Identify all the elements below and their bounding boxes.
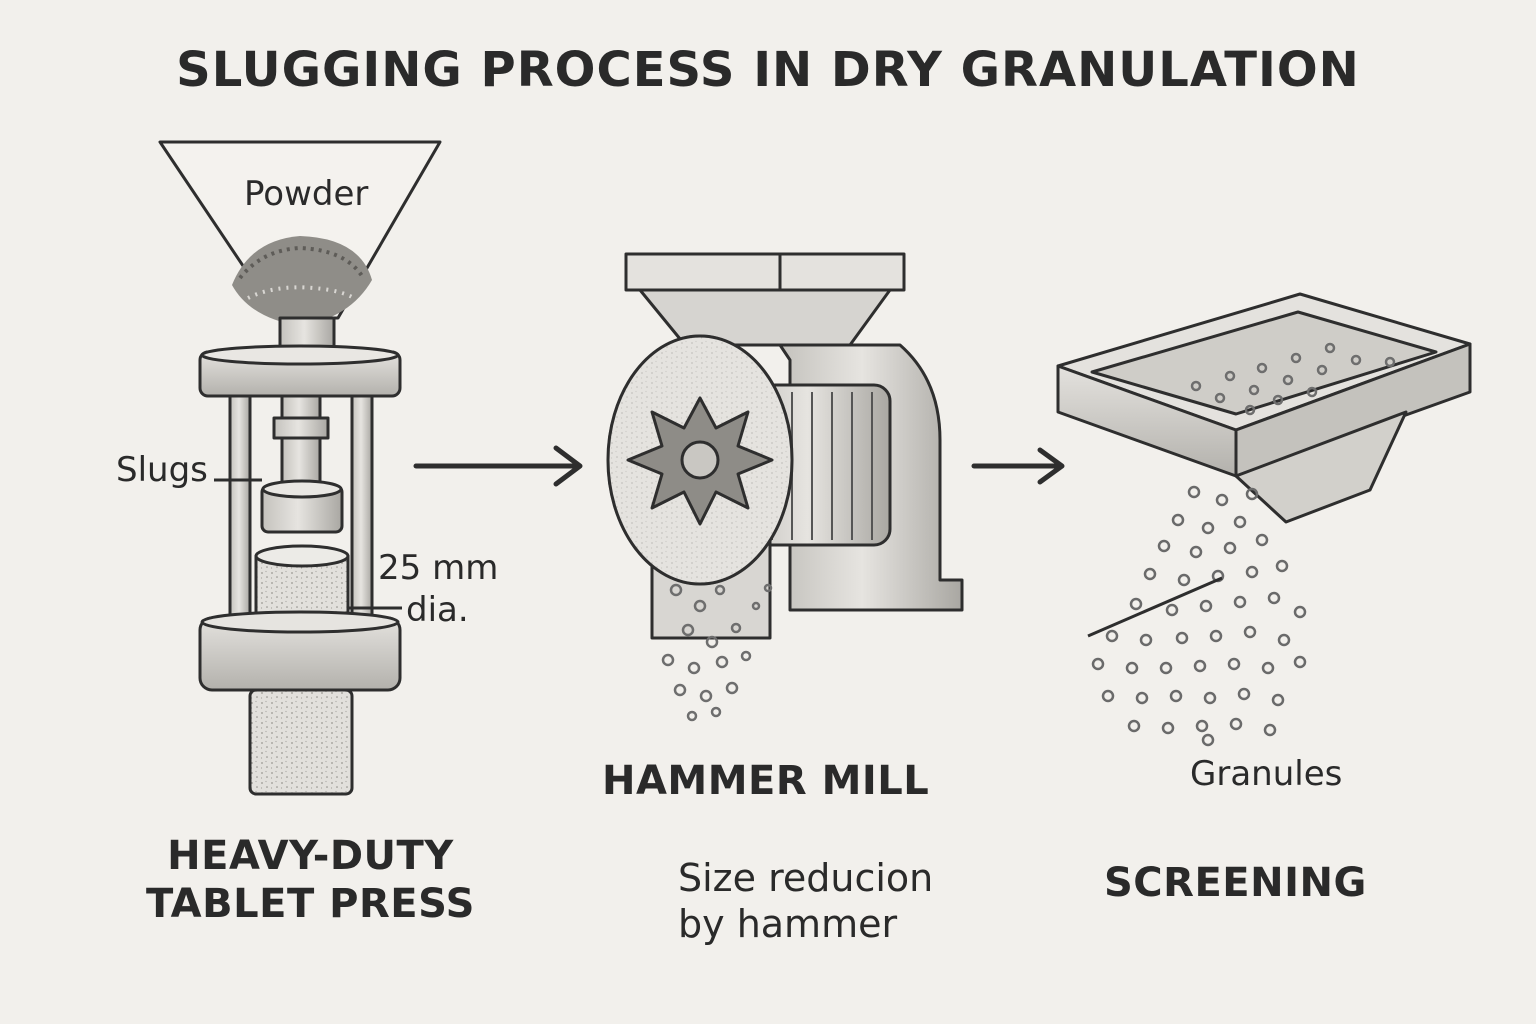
press-column-left xyxy=(228,394,252,630)
tray-hopper xyxy=(1234,410,1408,524)
slugs-label: Slugs xyxy=(116,450,208,490)
process-arrow-2 xyxy=(971,447,1065,485)
mill-note: Size reducion by hammer xyxy=(678,856,934,946)
granules-label: Granules xyxy=(1190,754,1343,794)
rotor-hub xyxy=(680,440,720,480)
process-arrow-1 xyxy=(413,445,583,487)
powder-label: Powder xyxy=(244,174,369,214)
lower-body xyxy=(248,688,354,796)
granules-leader-line xyxy=(1087,576,1223,638)
tray-granules xyxy=(1190,342,1396,416)
press-caption: HEAVY-DUTY TABLET PRESS xyxy=(146,833,475,927)
diameter-label-unit: dia. xyxy=(406,590,469,630)
powder-pile xyxy=(232,236,372,326)
diagram-title: SLUGGING PROCESS IN DRY GRANULATION xyxy=(176,42,1360,98)
powder-hopper xyxy=(158,140,442,320)
screening-tray xyxy=(1056,292,1472,524)
mill-caption: HAMMER MILL xyxy=(602,758,930,804)
upper-punch xyxy=(280,394,322,494)
falling-granules xyxy=(1091,485,1307,747)
diameter-label-value: 25 mm xyxy=(378,548,499,588)
press-column-right xyxy=(350,394,374,630)
milled-particles xyxy=(661,583,773,722)
screening-caption: SCREENING xyxy=(1104,860,1367,906)
tablet-press xyxy=(158,140,442,796)
hammer-mill xyxy=(606,252,964,640)
